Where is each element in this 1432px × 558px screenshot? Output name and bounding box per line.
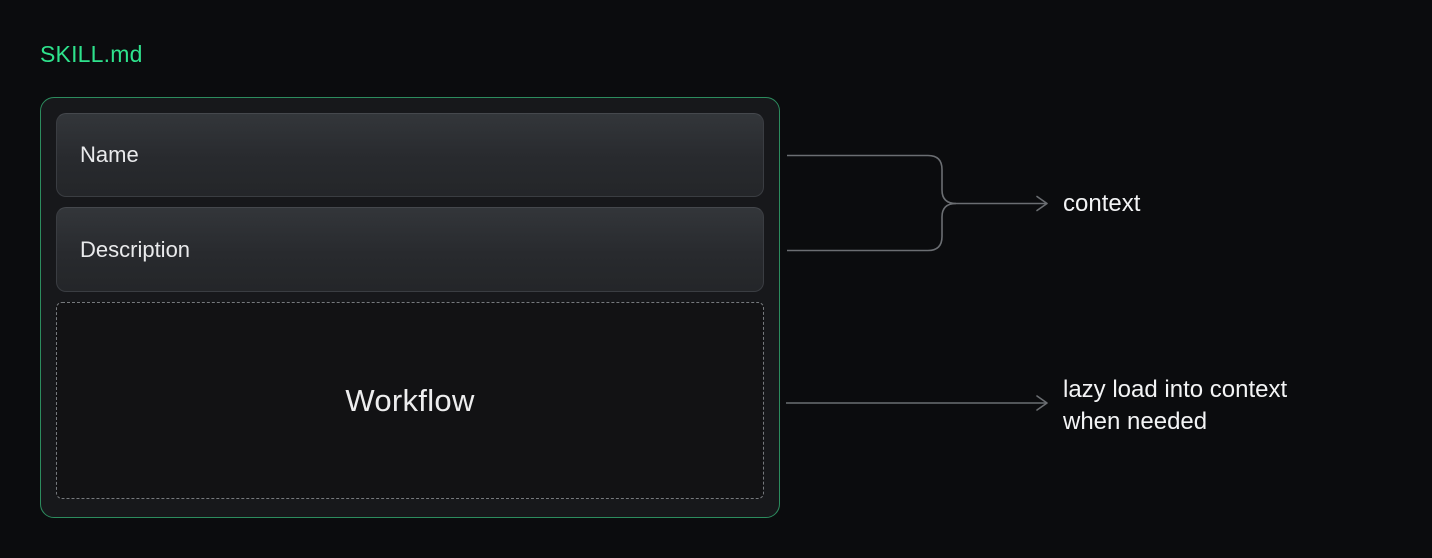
brace-top-path <box>787 154 957 205</box>
context-label: context <box>1063 190 1141 217</box>
field-workflow: Workflow <box>56 302 764 499</box>
skill-card: Name Description Workflow <box>40 97 780 518</box>
lazy-load-label: lazy load into context when needed <box>1063 376 1288 435</box>
field-name-label: Name <box>80 142 139 167</box>
field-workflow-label: Workflow <box>345 382 475 418</box>
field-name: Name <box>56 113 764 197</box>
lazy-arrow-head-icon <box>1036 395 1048 411</box>
field-description: Description <box>56 207 764 292</box>
context-arrow-head-icon <box>1036 195 1048 212</box>
file-title: SKILL.md <box>40 41 143 67</box>
field-description-label: Description <box>80 236 191 262</box>
brace-bottom-path <box>787 202 957 252</box>
